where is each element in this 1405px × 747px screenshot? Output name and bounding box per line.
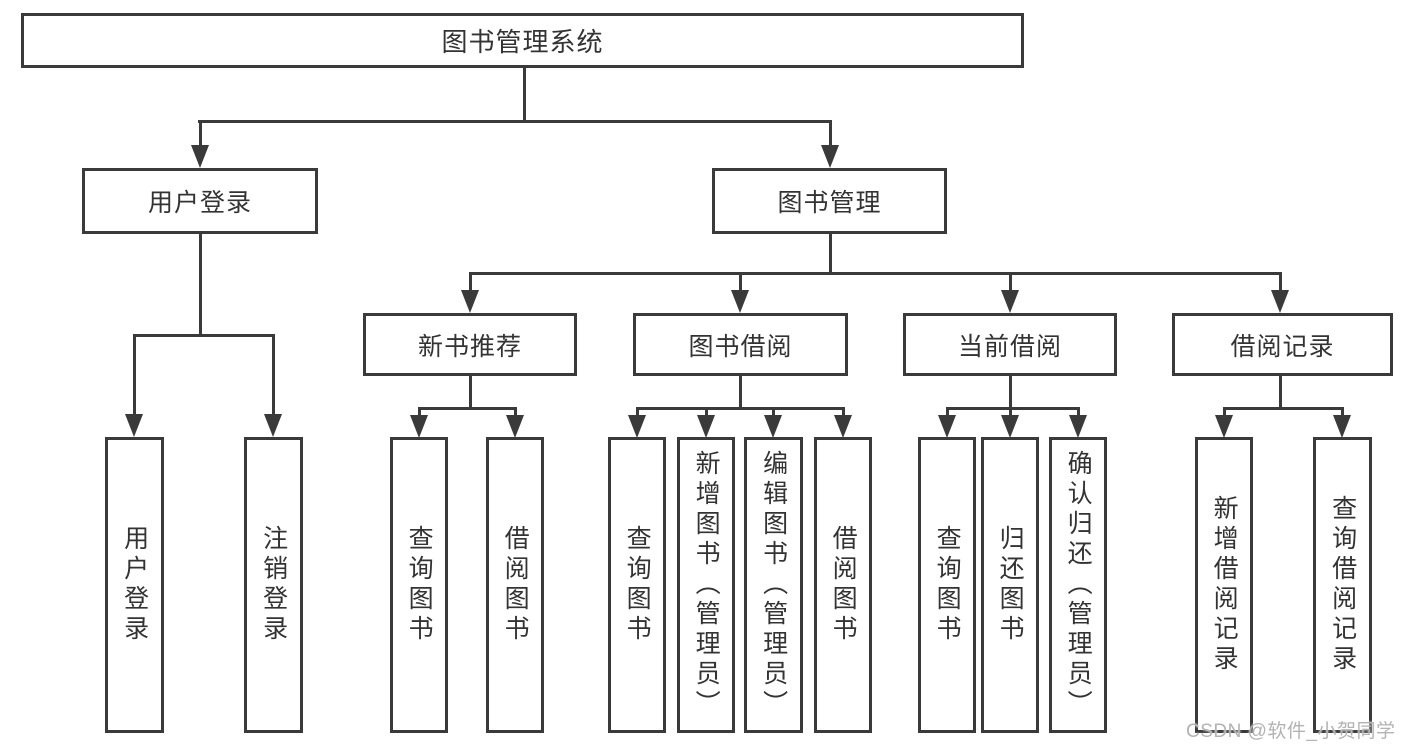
- leaf-edit-books-admin-label: 编辑图书（管理员）: [759, 450, 788, 720]
- leaf-user-login-label: 用户登录: [120, 525, 149, 645]
- node-library-management-system: 图书管理系统: [21, 13, 1024, 68]
- arrow-to-leaf-user-login: [125, 414, 143, 437]
- connector-leaf-edit-books-drop: [771, 407, 775, 417]
- connector-borrow-records-stem: [1278, 376, 1282, 407]
- leaf-logout-label: 注销登录: [259, 525, 288, 645]
- arrow-to-leaf-query-borrow: [628, 415, 646, 438]
- leaf-query-books-borrowing-label: 查询图书: [623, 525, 652, 645]
- leaf-query-borrowing-record: 查询借阅记录: [1313, 437, 1372, 733]
- connector-book-borrow-drop: [738, 272, 742, 292]
- connector-root-stem: [523, 66, 526, 120]
- connector-book-borrow-branch: [635, 407, 845, 410]
- connector-new-book-rec-branch: [417, 407, 517, 410]
- connector-leaf-query-record-drop: [1340, 407, 1344, 417]
- node-borrowing-records: 借阅记录: [1172, 313, 1393, 376]
- connector-current-borrow-drop: [1008, 272, 1012, 292]
- arrow-to-leaf-query-rec: [410, 415, 428, 438]
- connector-leaf-logout-drop: [271, 334, 275, 416]
- leaf-confirm-return-admin: 确认归还（管理员）: [1049, 437, 1107, 733]
- arrow-to-leaf-borrow-rec: [506, 415, 524, 438]
- leaf-add-books-admin: 新增图书（管理员）: [677, 437, 735, 733]
- connector-borrow-records-drop: [1278, 272, 1282, 292]
- connector-leaf-query-borrow-drop: [635, 407, 639, 417]
- arrow-to-leaf-add-record: [1215, 415, 1233, 438]
- connector-leaf-borrow-rec-drop: [513, 407, 517, 417]
- connector-borrow-records-branch: [1222, 407, 1344, 410]
- connector-leaf-confirm-return-drop: [1076, 407, 1080, 417]
- arrow-to-leaf-add-books: [697, 415, 715, 438]
- leaf-borrow-books: 借阅图书: [814, 437, 872, 733]
- leaf-query-books-recommendation: 查询图书: [390, 437, 448, 733]
- leaf-borrow-books-label: 借阅图书: [829, 525, 858, 645]
- connector-leaf-return-books-drop: [1008, 407, 1012, 417]
- connector-current-borrow-branch: [945, 407, 1080, 410]
- connector-book-management-stem: [828, 234, 832, 272]
- leaf-return-books-label: 归还图书: [996, 525, 1025, 645]
- connector-root-branch: [198, 120, 832, 123]
- connector-user-login-drop: [198, 120, 202, 148]
- leaf-query-books-current-label: 查询图书: [933, 525, 962, 645]
- leaf-confirm-return-admin-label: 确认归还（管理员）: [1064, 450, 1093, 720]
- leaf-borrow-books-recommendation: 借阅图书: [486, 437, 544, 733]
- arrow-to-user-login: [191, 145, 209, 168]
- node-user-login: 用户登录: [82, 168, 318, 234]
- arrow-to-new-book-rec: [461, 290, 479, 313]
- arrow-to-leaf-query-record: [1333, 415, 1351, 438]
- arrow-to-leaf-logout: [264, 414, 282, 437]
- connector-book-borrow-stem: [738, 376, 742, 407]
- leaf-query-books-borrowing: 查询图书: [608, 437, 666, 733]
- connector-book-management-branch: [468, 272, 1282, 275]
- csdn-watermark: CSDN @软件_小贺同学: [1186, 721, 1396, 742]
- arrow-to-book-borrow: [731, 290, 749, 313]
- leaf-edit-books-admin: 编辑图书（管理员）: [744, 437, 803, 733]
- connector-leaf-query-current-drop: [945, 407, 949, 417]
- arrow-to-current-borrow: [1001, 290, 1019, 313]
- leaf-logout: 注销登录: [244, 437, 303, 733]
- node-book-borrowing: 图书借阅: [633, 313, 848, 376]
- leaf-query-books-recommendation-label: 查询图书: [405, 525, 434, 645]
- connector-user-login-branch: [132, 334, 274, 337]
- arrow-to-leaf-edit-books: [764, 415, 782, 438]
- node-new-book-recommendation: 新书推荐: [363, 313, 577, 376]
- connector-new-book-rec-stem: [468, 376, 472, 407]
- arrow-to-leaf-query-current: [938, 415, 956, 438]
- node-book-management: 图书管理: [712, 168, 947, 234]
- leaf-query-borrowing-record-label: 查询借阅记录: [1328, 495, 1357, 675]
- connector-new-book-rec-drop: [468, 272, 472, 292]
- leaf-add-borrowing-record: 新增借阅记录: [1195, 437, 1253, 733]
- connector-user-login-stem: [198, 234, 202, 334]
- connector-book-management-drop: [828, 120, 832, 148]
- leaf-borrow-books-recommendation-label: 借阅图书: [501, 525, 530, 645]
- leaf-add-books-admin-label: 新增图书（管理员）: [692, 450, 721, 720]
- connector-leaf-borrow-books-drop: [841, 407, 845, 417]
- leaf-query-books-current: 查询图书: [918, 437, 976, 733]
- node-current-borrowing: 当前借阅: [903, 313, 1117, 376]
- arrow-to-leaf-confirm-return: [1069, 415, 1087, 438]
- leaf-return-books: 归还图书: [981, 437, 1039, 733]
- connector-current-borrow-stem: [1008, 376, 1012, 407]
- leaf-add-borrowing-record-label: 新增借阅记录: [1210, 495, 1239, 675]
- arrow-to-book-management: [821, 145, 839, 168]
- connector-leaf-query-rec-drop: [417, 407, 421, 417]
- arrow-to-borrow-records: [1271, 290, 1289, 313]
- connector-leaf-add-books-drop: [704, 407, 708, 417]
- leaf-user-login: 用户登录: [105, 437, 164, 733]
- arrow-to-leaf-return-books: [1001, 415, 1019, 438]
- arrow-to-leaf-borrow-books: [834, 415, 852, 438]
- connector-leaf-add-record-drop: [1222, 407, 1226, 417]
- connector-leaf-user-login-drop: [132, 334, 136, 416]
